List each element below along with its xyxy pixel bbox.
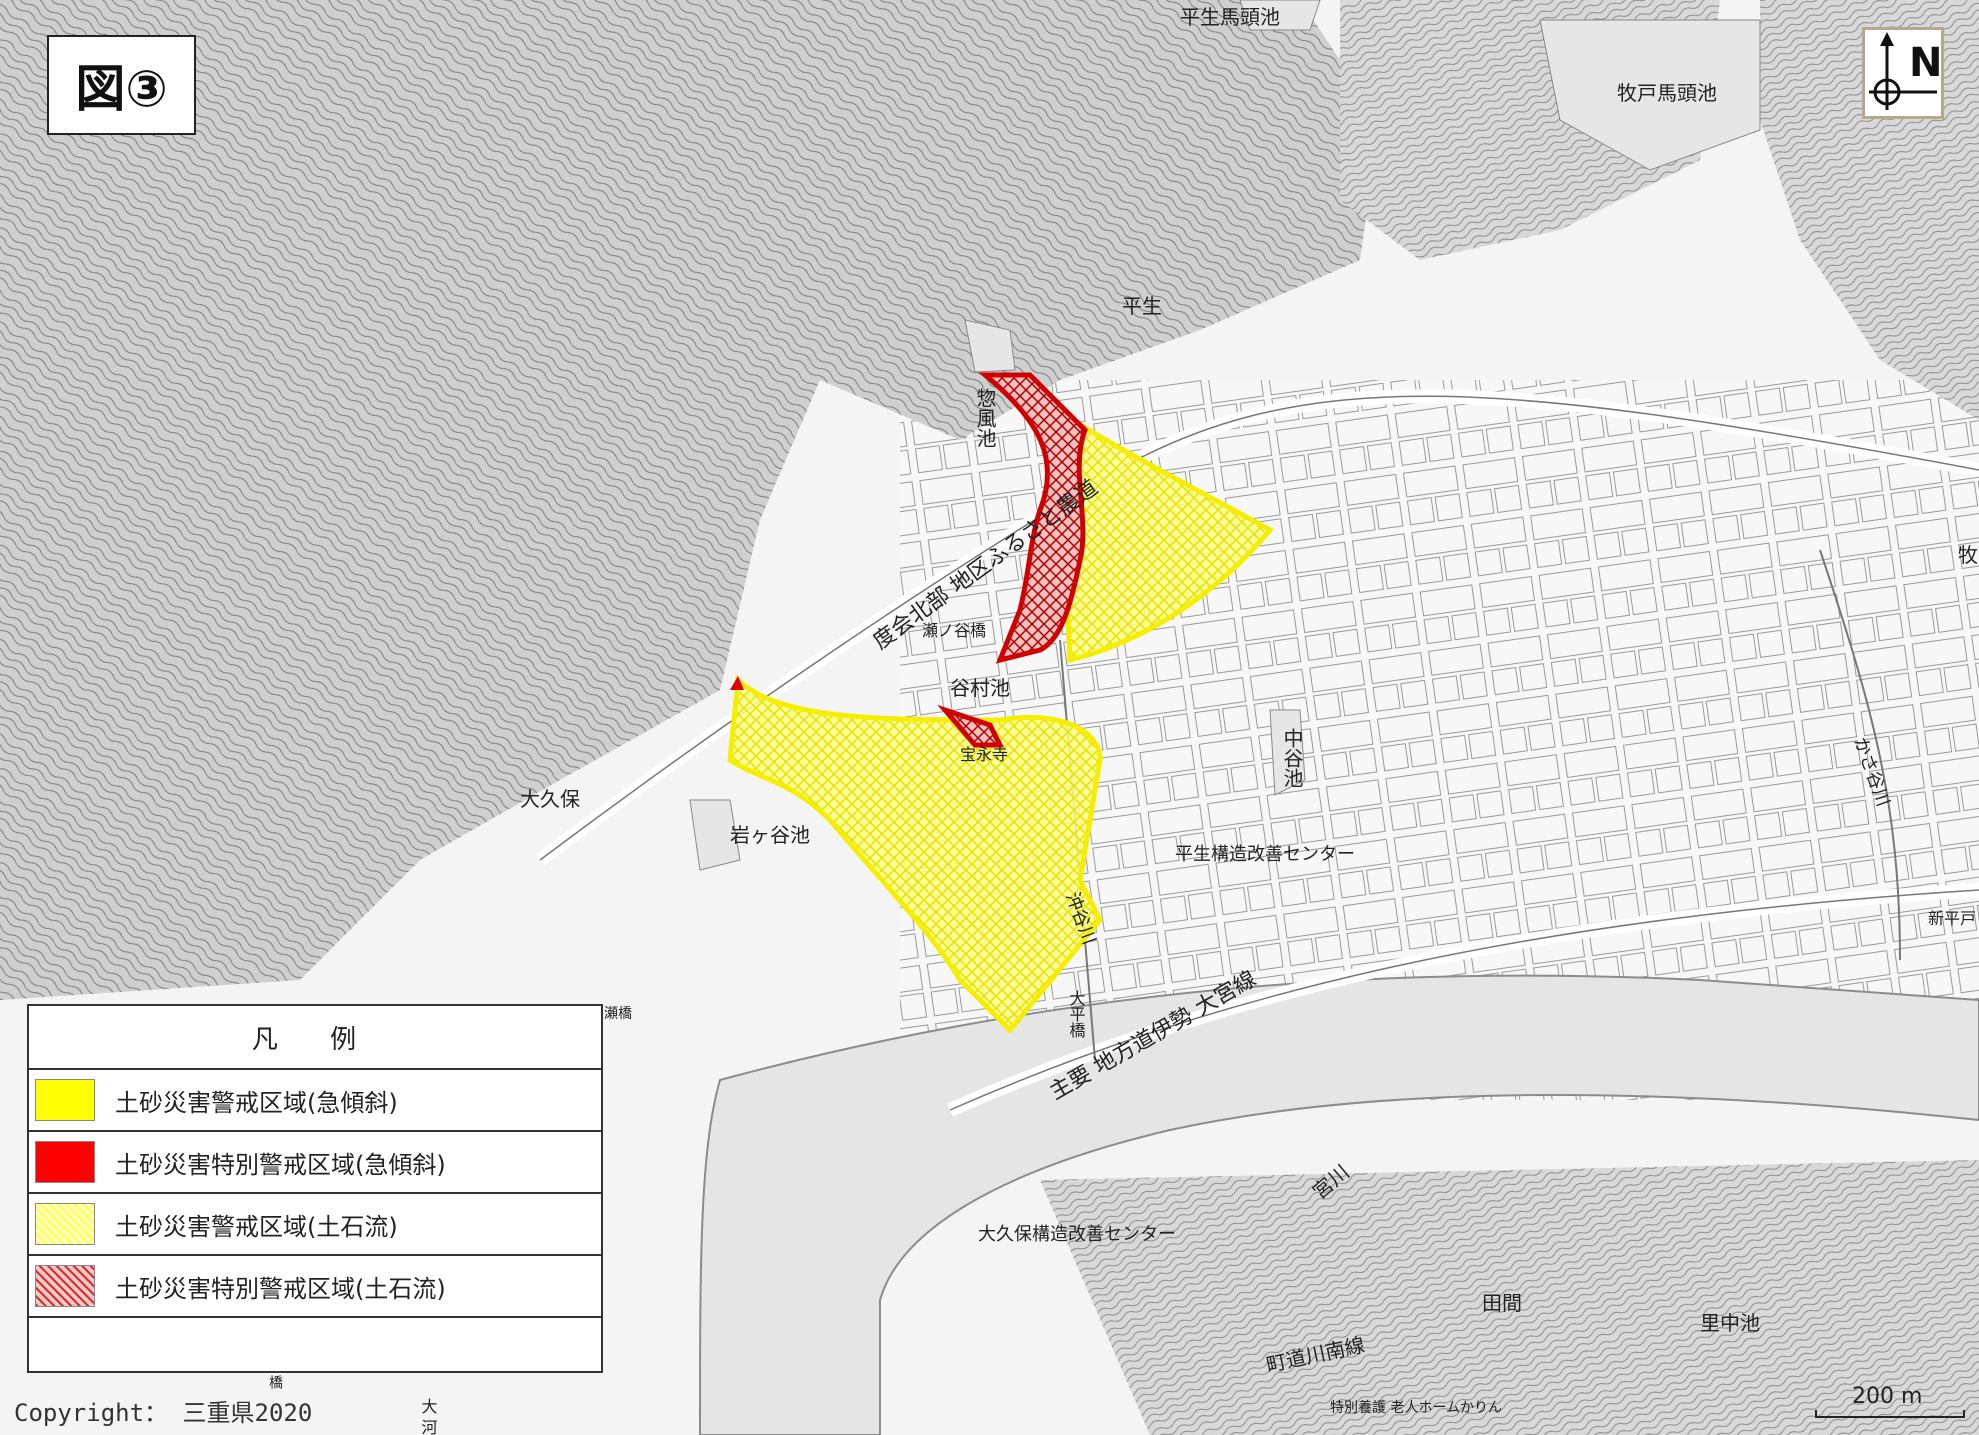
reservoir-iwagaya (689, 799, 741, 871)
hazard-debris-flow-special-upper (977, 372, 1088, 664)
reservoir-nakatani (1269, 709, 1306, 796)
place-label: 橋 (267, 1375, 283, 1389)
road-ise-omiya-edge (949, 889, 1979, 1111)
hazard-debris-flow-special-lower (937, 704, 1005, 748)
place-label: 大平橋 (1067, 990, 1086, 1039)
legend-swatch-yellow (35, 1079, 95, 1121)
legend-label: 土砂災害警戒区域(急傾斜) (115, 1088, 398, 1117)
place-label: 大久保 (520, 787, 580, 811)
place-label: 谷村池 (950, 676, 1010, 700)
legend-swatch-red (35, 1141, 95, 1183)
legend-label: 土砂災害特別警戒区域(急傾斜) (115, 1150, 446, 1179)
place-label: 平生構造改善センター (1175, 844, 1355, 865)
copyright-notice: Copyright： 三重県2020 (14, 1399, 313, 1427)
place-label: 牧戸馬頭池 (1617, 81, 1717, 105)
reservoir-hirao (1239, 0, 1321, 31)
legend-item-steep-slope-special: 土砂災害特別警戒区域(急傾斜) (29, 1132, 601, 1194)
place-label: 宝永寺 (960, 745, 1008, 764)
legend-item-steep-slope: 土砂災害警戒区域(急傾斜) (29, 1070, 601, 1132)
river-kasatani (1819, 549, 1901, 961)
miyagawa-river (699, 974, 1979, 1435)
place-label: 特別養護 老人ホームかりん (1330, 1399, 1502, 1416)
place-label: 大久保構造改善センター (978, 1224, 1176, 1245)
legend-label: 土砂災害特別警戒区域(土石流) (115, 1274, 446, 1303)
legend-label: 土砂災害警戒区域(土石流) (115, 1212, 398, 1241)
scale-bar: 200 m (1810, 1384, 1970, 1424)
scale-bar-label: 200 m (1852, 1384, 1923, 1409)
place-label: 田間 (1482, 1291, 1522, 1315)
north-arrow-graphic (1869, 32, 1937, 110)
mountain-terrain-south (1040, 1160, 1979, 1435)
hazard-debris-flow-lower (727, 674, 1103, 1034)
place-label: 中谷池 (1280, 728, 1304, 788)
place-label: 瀬橋 (604, 1006, 632, 1022)
reservoir-soufu (964, 319, 1016, 373)
place-label: 里中池 (1700, 1311, 1760, 1335)
figure-label: 図③ (47, 35, 196, 135)
hazard-steep-slope-special (730, 676, 744, 690)
place-label: 惣風池 (973, 388, 997, 448)
legend-swatch-yellow-hatch (35, 1203, 95, 1245)
north-arrow-icon: N (1862, 27, 1944, 119)
reservoir-makido (1539, 19, 1761, 171)
place-label: 大 河 (419, 1398, 438, 1435)
place-label: 瀬ノ谷橋 (922, 621, 986, 640)
place-label: 新平戸 (1928, 909, 1976, 928)
mountain-terrain-west (0, 0, 1380, 1000)
legend-item-debris-flow: 土砂災害警戒区域(土石流) (29, 1194, 601, 1256)
place-label: 平生馬頭池 (1180, 5, 1280, 29)
legend-item-debris-flow-special: 土砂災害特別警戒区域(土石流) (29, 1256, 601, 1318)
place-label: 岩ヶ谷池 (730, 823, 810, 847)
legend-title: 凡 例 (29, 1006, 601, 1070)
place-label: 平生 (1122, 294, 1162, 318)
scale-bar-line (1815, 1410, 1965, 1418)
place-label: 牧 (1958, 543, 1978, 567)
map-legend: 凡 例 土砂災害警戒区域(急傾斜) 土砂災害特別警戒区域(急傾斜) 土砂災害警戒… (27, 1004, 603, 1373)
legend-swatch-red-hatch (35, 1265, 95, 1307)
north-letter: N (1909, 40, 1943, 86)
hazard-debris-flow-upper (1055, 404, 1274, 664)
